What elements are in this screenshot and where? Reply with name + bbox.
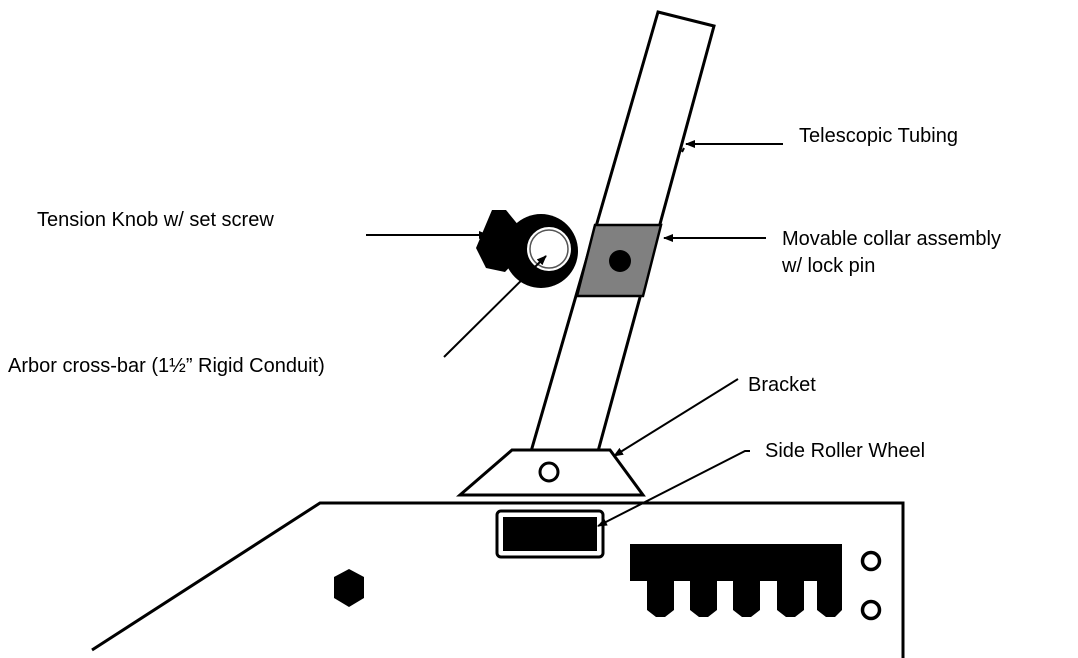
label-telescopic-tubing: Telescopic Tubing — [799, 125, 958, 147]
screw-upper — [860, 550, 882, 572]
label-tension-knob: Tension Knob w/ set screw — [37, 209, 274, 231]
label-collar-line2: w/ lock pin — [782, 255, 876, 277]
label-arbor-crossbar: Arbor cross-bar (1½” Rigid Conduit) — [8, 355, 325, 377]
lock-pin — [609, 250, 631, 272]
screw-lower — [860, 599, 882, 621]
bracket-bolt-hole — [538, 461, 560, 483]
hex-nut — [334, 569, 364, 607]
arbor-crossbar-core — [529, 229, 569, 269]
machine-body-outline — [91, 501, 905, 658]
label-collar-line1: Movable collar assembly — [782, 228, 1001, 250]
label-side-roller-wheel: Side Roller Wheel — [765, 440, 926, 462]
arrow-bracket — [613, 378, 739, 457]
label-bracket: Bracket — [748, 374, 816, 396]
comb-connector — [630, 544, 842, 617]
tube-edge-line — [681, 147, 685, 153]
side-roller-wheel-inner — [503, 517, 597, 551]
arrow-arbor-crossbar — [443, 255, 547, 358]
arrow-side-roller-wheel — [597, 450, 750, 527]
